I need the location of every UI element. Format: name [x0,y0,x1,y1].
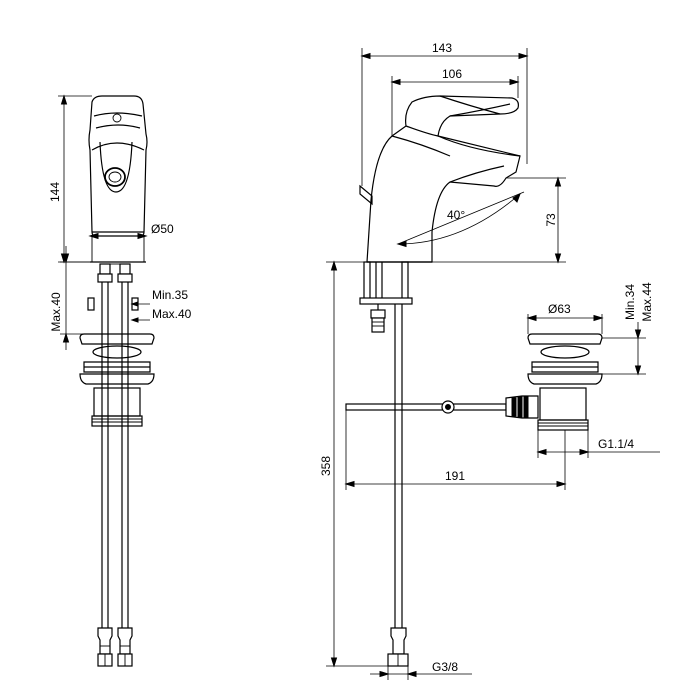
dim-191-label: 191 [445,469,465,483]
front-waste [79,333,155,427]
side-mixer-body [359,95,521,263]
dim-min35-max40: Min.35 Max.40 [130,288,192,323]
dim-max44-label: Max.44 [640,282,654,322]
dim-min35-label: Min.35 [152,288,188,302]
dim-358-label: 358 [319,456,333,476]
side-view: 143 106 40° 73 [319,41,660,680]
dim-73-label: 73 [544,213,558,227]
side-shank [359,261,413,333]
dim-144: 144 [48,94,92,264]
dim-max40-left-label: Max.40 [49,292,63,332]
dim-143: 143 [360,41,529,186]
dim-diameter-50: Ø50 [88,222,174,240]
dim-max40-left: Max.40 [49,246,96,350]
dim-358: 358 [319,260,388,668]
front-mixer-body [88,95,148,263]
side-waste [505,333,603,431]
front-hoses [97,282,133,667]
dim-diameter-63: Ø63 [526,302,604,334]
dim-max40-right-label: Max.40 [152,307,192,321]
dim-106-label: 106 [442,67,462,81]
dim-g38-label: G3/8 [432,660,458,674]
dim-min34-label: Min.34 [623,284,637,320]
dim-191: 191 [344,410,567,490]
dim-angle-40: 40° [396,191,525,248]
dim-g114: G1.1/4 [536,430,660,458]
dim-diameter-50-label: Ø50 [151,222,174,236]
dim-g114-label: G1.1/4 [598,437,634,451]
dim-143-label: 143 [432,41,452,55]
side-hose [387,304,409,667]
dim-73: 73 [432,176,566,264]
front-view: 144 Ø50 Max.40 Min.35 Max.40 [48,94,192,667]
dim-min34-max44: Min.34 Max.44 [602,282,654,376]
dim-diameter-63-label: Ø63 [548,302,571,316]
dim-106: 106 [390,67,520,136]
dim-g38: G3/8 [370,660,472,680]
side-popup-rod [345,400,507,414]
dim-144-label: 144 [48,182,62,202]
dim-angle-40-label: 40° [447,208,465,222]
front-fittings [87,263,139,311]
